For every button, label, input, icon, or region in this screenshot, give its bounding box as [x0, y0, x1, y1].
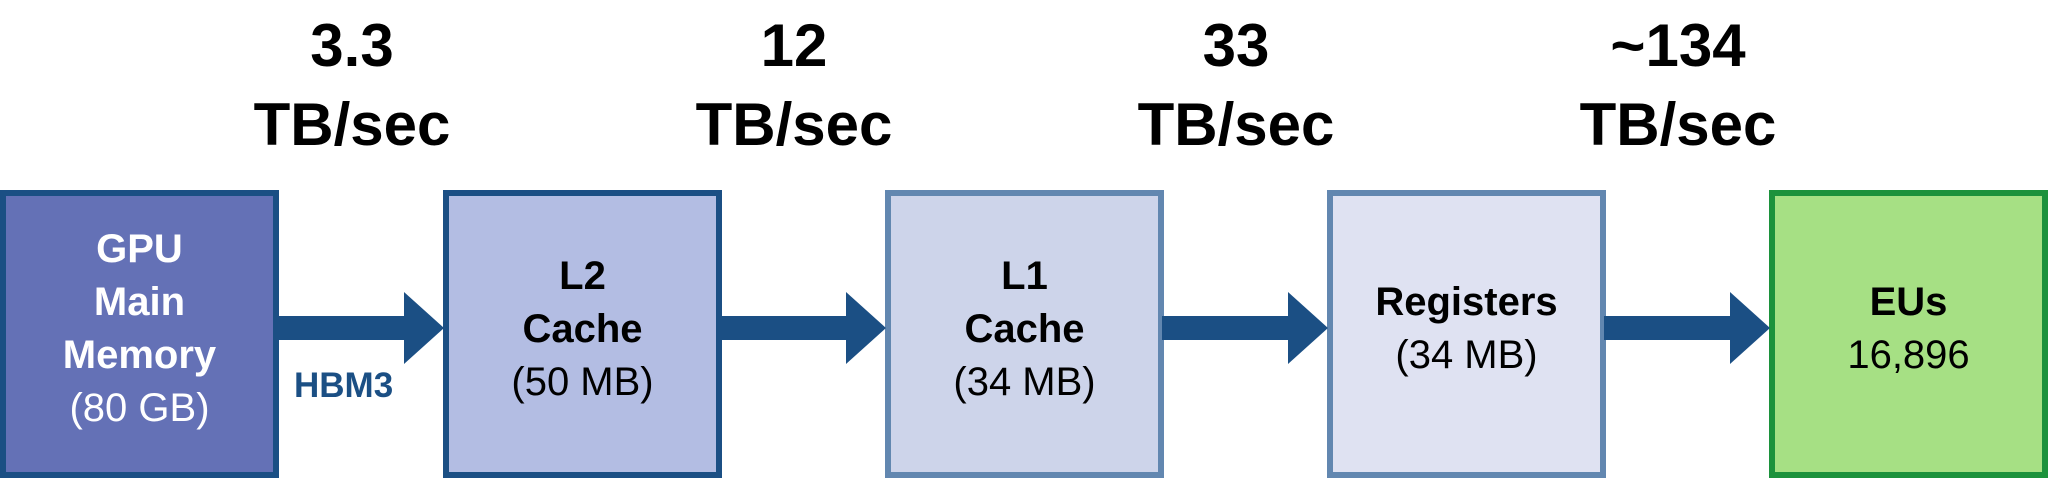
arrow-l1-to-registers-icon	[1162, 292, 1328, 364]
bandwidth-unit: TB/sec	[253, 91, 451, 158]
bandwidth-value: ~134	[1610, 12, 1746, 79]
node-title-line: EUs	[1869, 280, 1948, 324]
link-label-hbm3: HBM3	[294, 366, 394, 405]
bandwidth-label-memory-l2: 3.3 TB/sec	[202, 6, 502, 164]
bandwidth-value: 12	[760, 12, 828, 79]
bandwidth-unit: TB/sec	[695, 91, 893, 158]
execution-units-box: EUs 16,896	[1769, 190, 2048, 478]
node-detail: (50 MB)	[511, 359, 654, 404]
arrow-memory-to-l2-icon	[278, 292, 444, 364]
bandwidth-label-l2-l1: 12 TB/sec	[644, 6, 944, 164]
bandwidth-value: 33	[1202, 12, 1270, 79]
l2-cache-box: L2 Cache (50 MB)	[443, 190, 722, 478]
node-title-line: L1	[1001, 253, 1048, 298]
node-title-line: Cache	[964, 306, 1085, 351]
arrow-registers-to-eus-icon	[1604, 292, 1770, 364]
node-detail: 16,896	[1847, 333, 1970, 377]
node-detail: (34 MB)	[1395, 333, 1538, 377]
node-title-line: L2	[559, 253, 606, 298]
bandwidth-unit: TB/sec	[1579, 91, 1777, 158]
node-title-line: Registers	[1375, 280, 1558, 324]
node-title-line: Main	[93, 280, 186, 324]
node-title-line: Memory	[62, 333, 217, 377]
bandwidth-label-registers-eus: ~134 TB/sec	[1528, 6, 1828, 164]
bandwidth-unit: TB/sec	[1137, 91, 1335, 158]
node-title-line: Cache	[522, 306, 643, 351]
bandwidth-value: 3.3	[310, 12, 394, 79]
node-detail: (34 MB)	[953, 359, 1096, 404]
registers-box: Registers (34 MB)	[1327, 190, 1606, 478]
arrow-l2-to-l1-icon	[720, 292, 886, 364]
node-title-line: GPU	[96, 227, 183, 271]
gpu-main-memory-box: GPU Main Memory (80 GB)	[0, 190, 279, 478]
l1-cache-box: L1 Cache (34 MB)	[885, 190, 1164, 478]
bandwidth-label-l1-registers: 33 TB/sec	[1086, 6, 1386, 164]
node-detail: (80 GB)	[69, 386, 210, 430]
